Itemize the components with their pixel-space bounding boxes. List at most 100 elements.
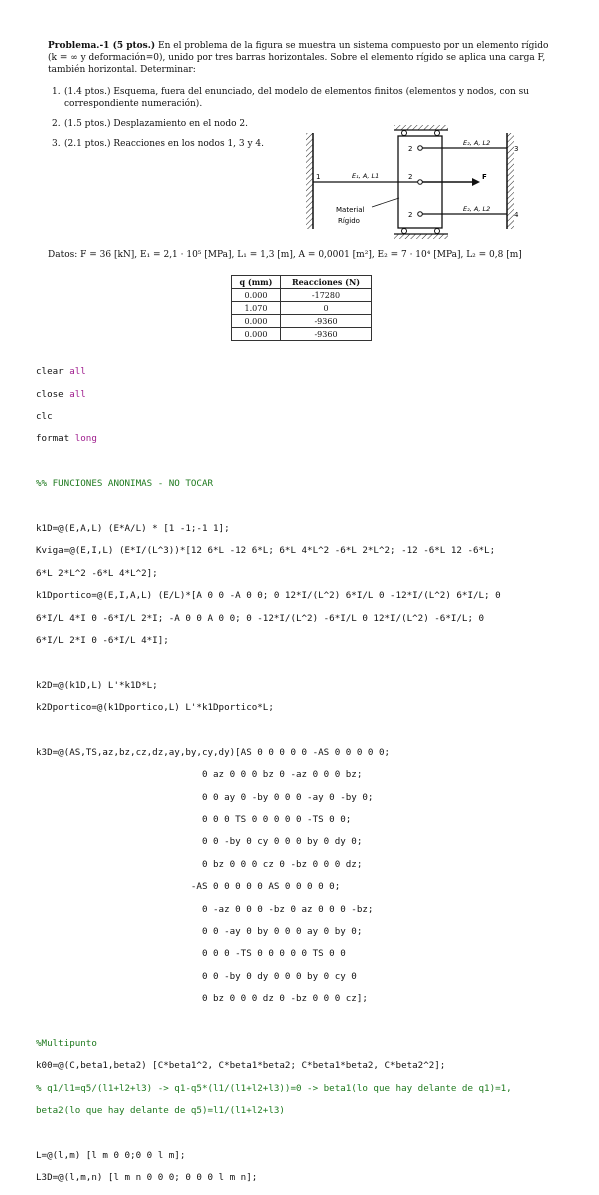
- code-line: close all: [36, 389, 596, 400]
- header-q: q (mm): [231, 275, 281, 289]
- task-number: 2.: [52, 119, 61, 129]
- blank-line: [36, 1127, 596, 1138]
- roller-top-right: [434, 130, 440, 136]
- code-line: 6*L 2*L^2 -6*L 4*L^2];: [36, 567, 158, 579]
- blank-line: [36, 657, 596, 668]
- problem-heading: Problema.-1 (5 ptos.): [48, 41, 156, 51]
- blank-line: [36, 501, 596, 512]
- force-label: F: [482, 173, 487, 181]
- bar-left-label: E₁, A, L1: [352, 172, 379, 180]
- cell-q: 0.000: [231, 327, 281, 341]
- task-points: (1.4 ptos.): [64, 87, 111, 97]
- code-line: 0 0 -ay 0 by 0 0 0 ay 0 by 0;: [36, 925, 363, 937]
- code-line: k00=@(C,beta1,beta2) [C*beta1^2, C*beta1…: [36, 1060, 446, 1072]
- code-line: 6*I/L 4*I 0 -6*I/L 2*I; -A 0 0 A 0 0; 0 …: [36, 612, 485, 624]
- node-2-label-bottom: 2: [408, 211, 412, 219]
- code-line: Kviga=@(E,I,L) (E*I/(L^3))*[12 6*L -12 6…: [36, 545, 496, 557]
- node-2-label-top: 2: [408, 145, 412, 153]
- code-text: format: [36, 433, 75, 445]
- code-line: k2Dportico=@(k1Dportico,L) L'*k1Dportico…: [36, 702, 274, 714]
- cell-q: 0.000: [231, 314, 281, 328]
- table-row: 1.070 0: [231, 301, 372, 315]
- code-line: 0 bz 0 0 0 cz 0 -bz 0 0 0 dz;: [36, 858, 363, 870]
- code-line: k3D=@(AS,TS,az,bz,cz,dz,ay,by,cy,dy)[AS …: [36, 746, 391, 758]
- material-leader: [371, 197, 400, 208]
- table-row: 0.000 -9360: [231, 314, 372, 328]
- task-number: 1.: [52, 87, 61, 97]
- code-line: clear all: [36, 366, 596, 377]
- code-line: 0 0 0 TS 0 0 0 0 0 -TS 0 0;: [36, 814, 352, 826]
- data-line: Datos: F = 36 [kN], E₁ = 2,1 · 10⁵ [MPa]…: [48, 250, 522, 260]
- code-line: k1D=@(E,A,L) (E*A/L) * [1 -1;-1 1];: [36, 522, 230, 534]
- blank-line: [36, 456, 596, 467]
- code-line: clc: [36, 410, 53, 422]
- code-text: clear: [36, 366, 70, 378]
- cell-q: 1.070: [231, 301, 281, 315]
- task-item: 1. (1.4 ptos.) Esquema, fuera del enunci…: [48, 86, 560, 110]
- node-2-center: [417, 179, 423, 185]
- task-item: 3. (2.1 ptos.) Reacciones en los nodos 1…: [48, 138, 304, 150]
- code-line: 0 az 0 0 0 bz 0 -az 0 0 0 bz;: [36, 769, 363, 781]
- code-line: 0 bz 0 0 0 dz 0 -bz 0 0 0 cz];: [36, 993, 368, 1005]
- code-keyword: long: [74, 433, 97, 445]
- code-line: -AS 0 0 0 0 0 AS 0 0 0 0 0;: [36, 881, 341, 893]
- code-line: L3D=@(l,m,n) [l m n 0 0 0; 0 0 0 l m n];: [36, 1172, 258, 1184]
- code-comment: %% FUNCIONES ANONIMAS - NO TOCAR: [36, 478, 214, 490]
- bar-top-label: E₂, A, L2: [463, 139, 490, 147]
- right-wall: [507, 133, 514, 229]
- code-block: clear all close all clc format long %% F…: [36, 355, 596, 1195]
- code-line: 0 0 0 -TS 0 0 0 0 0 TS 0 0: [36, 948, 346, 960]
- code-line: 0 0 -by 0 cy 0 0 0 by 0 dy 0;: [36, 836, 363, 848]
- force-arrowhead: [472, 178, 480, 186]
- problem-statement: Problema.-1 (5 ptos.) En el problema de …: [48, 40, 560, 158]
- code-line: k1Dportico=@(E,I,A,L) (E/L)*[A 0 0 -A 0 …: [36, 590, 501, 602]
- roller-top-left: [401, 130, 407, 136]
- task-number: 3.: [52, 139, 61, 149]
- blank-line: [36, 724, 596, 735]
- node-3-label: 3: [514, 145, 518, 153]
- code-comment: % q1/l1=q5/(l1+l2+l3) -> q1-q5*(l1/(l1+l…: [36, 1082, 512, 1094]
- node-1-label: 1: [316, 173, 320, 181]
- table-header-row: q (mm) Reacciones (N): [231, 275, 372, 289]
- cell-reaction: 0: [280, 301, 372, 315]
- structure-figure: 1 2 2 2 3 4 E₁, A, L1 E₂, A, L2 E₂, A, L…: [306, 125, 519, 239]
- code-text: close: [36, 388, 70, 400]
- task-text: Reacciones en los nodos 1, 3 y 4.: [113, 139, 265, 149]
- node-2-label-center: 2: [408, 173, 412, 181]
- task-points: (2.1 ptos.): [64, 139, 111, 149]
- code-line: 6*I/L 2*I 0 -6*I/L 4*I];: [36, 634, 169, 646]
- roller-bottom-left: [401, 228, 407, 234]
- cell-reaction: -17280: [280, 288, 372, 302]
- code-line: k2D=@(k1D,L) L'*k1D*L;: [36, 679, 158, 691]
- code-keyword: all: [69, 366, 86, 378]
- code-keyword: all: [69, 388, 86, 400]
- cell-reaction: -9360: [280, 327, 372, 341]
- header-reacciones: Reacciones (N): [280, 275, 372, 289]
- node-2-top: [417, 145, 423, 151]
- left-wall: [306, 133, 313, 229]
- top-ground: [394, 125, 448, 130]
- cell-q: 0.000: [231, 288, 281, 302]
- problem-intro-text: En el problema de la figura se muestra u…: [48, 41, 549, 75]
- task-text: Desplazamiento en el nodo 2.: [113, 119, 248, 129]
- bottom-ground: [394, 234, 448, 239]
- code-comment: beta2(lo que hay delante de q5)=l1/(l1+l…: [36, 1105, 285, 1117]
- task-item: 2. (1.5 ptos.) Desplazamiento en el nodo…: [48, 118, 304, 130]
- rigid-label: Rígido: [338, 217, 360, 225]
- code-line: 0 -az 0 0 0 -bz 0 az 0 0 0 -bz;: [36, 903, 374, 915]
- code-line: L=@(l,m) [l m 0 0;0 0 l m];: [36, 1149, 186, 1161]
- code-line: 0 0 ay 0 -by 0 0 0 -ay 0 -by 0;: [36, 791, 374, 803]
- material-label: Material: [336, 206, 364, 214]
- cell-reaction: -9360: [280, 314, 372, 328]
- table-row: 0.000 -9360: [231, 327, 372, 341]
- node-4-label: 4: [514, 211, 519, 219]
- results-table: q (mm) Reacciones (N) 0.000 -17280 1.070…: [231, 275, 372, 341]
- bar-bottom-label: E₂, A, L2: [463, 205, 490, 213]
- table-row: 0.000 -17280: [231, 288, 372, 302]
- code-comment: %Multipunto: [36, 1037, 97, 1049]
- task-text: Esquema, fuera del enunciado, del modelo…: [64, 87, 530, 109]
- problem-intro: Problema.-1 (5 ptos.) En el problema de …: [48, 40, 560, 76]
- node-2-bottom: [417, 211, 423, 217]
- task-points: (1.5 ptos.): [64, 119, 111, 129]
- code-line: format long: [36, 433, 596, 444]
